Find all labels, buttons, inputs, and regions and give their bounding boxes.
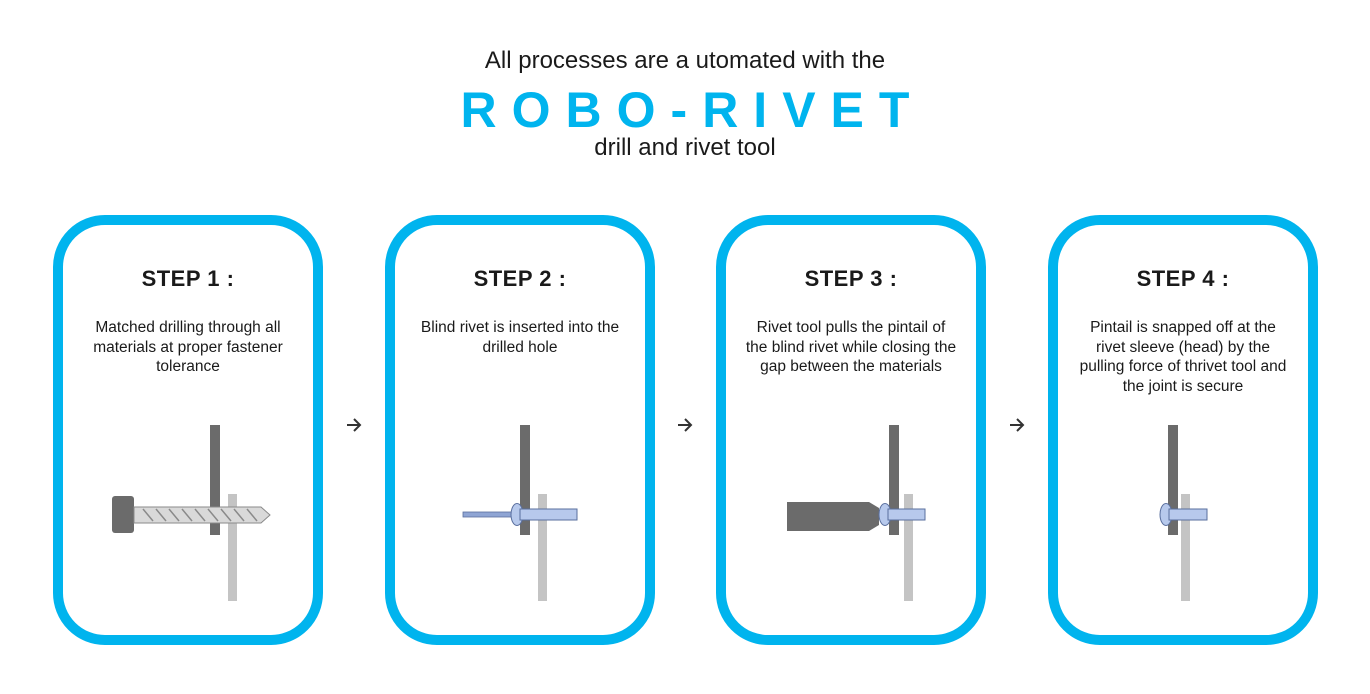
- step-1-title: STEP 1 :: [141, 266, 235, 291]
- brand-subtitle: drill and rivet tool: [594, 134, 776, 161]
- arrow-right-icon: [1010, 418, 1025, 432]
- step-4-title: STEP 4 :: [1136, 266, 1230, 291]
- step-1-card: STEP 1 : Matched drilling through all ma…: [53, 215, 323, 645]
- step-2-card: STEP 2 : Blind rivet is inserted into th…: [385, 215, 655, 645]
- step-3-description: Rivet tool pulls the pintail of the blin…: [745, 319, 957, 375]
- step-4-card: STEP 4 : Pintail is snapped off at the r…: [1048, 215, 1318, 645]
- step-2-description: Blind rivet is inserted into the drilled…: [420, 319, 620, 356]
- arrow-right-icon: [347, 418, 362, 432]
- intro-text: All processes are a utomated with the: [484, 47, 886, 74]
- step-2-title: STEP 2 :: [473, 266, 567, 291]
- blind-rivet-illustration-icon: [462, 425, 578, 601]
- secured-joint-illustration-icon: [1159, 425, 1208, 601]
- step-4-description: Pintail is snapped off at the rivet slee…: [1079, 319, 1287, 395]
- step-3-card: STEP 3 : Rivet tool pulls the pintail of…: [716, 215, 986, 645]
- brand-title: ROBO-RIVET: [460, 82, 925, 138]
- rivet-tool-illustration-icon: [787, 425, 926, 601]
- drill-illustration-icon: [112, 425, 271, 601]
- arrow-right-icon: [678, 418, 693, 432]
- step-1-description: Matched drilling through all materials a…: [93, 319, 283, 375]
- step-3-title: STEP 3 :: [804, 266, 898, 291]
